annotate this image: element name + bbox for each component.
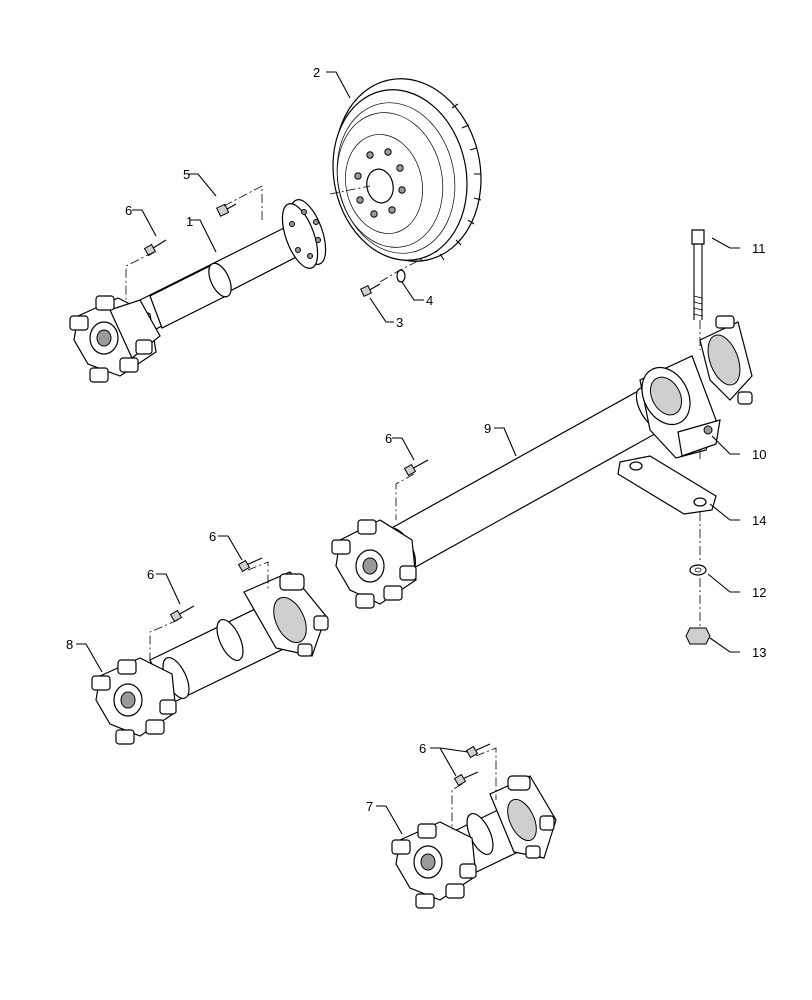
- callout-6-top: 6: [125, 203, 132, 218]
- callout-14: 14: [752, 513, 766, 528]
- yoke-9-right: [699, 315, 753, 405]
- callout-1: 1: [186, 214, 193, 229]
- bolt-6c: [237, 557, 263, 573]
- callout-5: 5: [183, 167, 190, 182]
- bolt-6e-lower: [453, 771, 479, 787]
- yoke-7-left: [391, 821, 477, 909]
- callout-7: 7: [366, 799, 373, 814]
- callout-9: 9: [484, 421, 491, 436]
- callout-11: 11: [752, 241, 766, 256]
- bolt-3: [360, 283, 381, 297]
- yoke-7-right: [489, 775, 557, 859]
- washer-4: [396, 269, 406, 283]
- plate-14: [617, 455, 717, 515]
- callout-6-shaft8-upper: 6: [209, 529, 216, 544]
- callout-6-shaft8-lower: 6: [147, 567, 154, 582]
- washer-12: [689, 564, 707, 576]
- yoke-8-right: [243, 571, 329, 657]
- callout-labels: 1 2 3 4 5 6 6 6 6 6 7 8 9 10 11 12 13 14: [66, 65, 766, 814]
- callout-2: 2: [313, 65, 320, 80]
- bolt-11: [691, 229, 705, 320]
- callout-4: 4: [426, 293, 433, 308]
- yoke-8-left: [91, 657, 177, 745]
- shaft-9: [383, 387, 665, 573]
- callout-6-shaft9: 6: [385, 431, 392, 446]
- callout-3: 3: [396, 315, 403, 330]
- brake-drum: [332, 78, 482, 262]
- bolt-6b: [403, 459, 429, 477]
- callout-8: 8: [66, 637, 73, 652]
- yoke-9-left: [331, 519, 417, 609]
- yoke-1: [69, 295, 161, 383]
- bolt-6a: [143, 239, 167, 257]
- bolt-5: [216, 203, 237, 217]
- bearing-10: [639, 355, 721, 459]
- leader-lines: [76, 71, 740, 835]
- nut-13: [685, 627, 711, 645]
- callout-12: 12: [752, 585, 766, 600]
- shaft-1: [139, 199, 327, 331]
- bolt-6e-upper: [465, 743, 491, 759]
- callout-10: 10: [752, 447, 766, 462]
- callout-13: 13: [752, 645, 766, 660]
- callout-6-coupling7: 6: [419, 741, 426, 756]
- bolt-6d: [169, 605, 195, 623]
